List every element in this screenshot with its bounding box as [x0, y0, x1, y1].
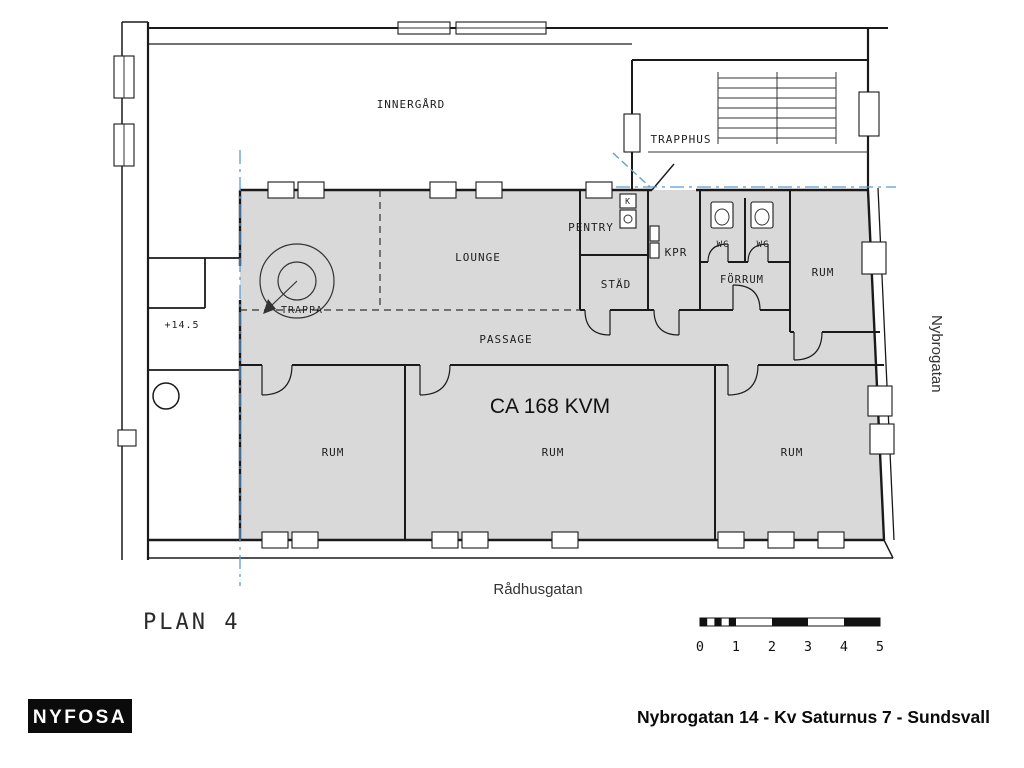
area-label: CA 168 KVM [490, 395, 610, 418]
column-icon [152, 382, 180, 410]
scale-tick-0: 0 [696, 639, 704, 655]
footer-title: Nybrogatan 14 - Kv Saturnus 7 - Sundsval… [637, 707, 990, 727]
room-label-lounge: LOUNGE [455, 251, 501, 264]
entry-landing-walls [148, 257, 240, 410]
room-label-k: K [625, 197, 631, 206]
fixtures [619, 193, 774, 259]
door-swings [261, 163, 823, 396]
scale-tick-5: 5 [876, 639, 884, 655]
stairwell-stairs [648, 72, 868, 153]
room-label-forrum: FÖRRUM [720, 273, 764, 286]
open-plan-dashed-walls [240, 190, 580, 311]
room-label-innergard: INNERGÅRD [377, 98, 446, 111]
room-label-rum-east: RUM [812, 266, 835, 279]
room-label-rum-se: RUM [781, 446, 804, 459]
room-label-trapphus: TRAPPHUS [651, 133, 712, 146]
toilet-icon [710, 201, 734, 229]
room-label-wc-right: WC [757, 240, 770, 250]
room-label-rum-s: RUM [542, 446, 565, 459]
appliance-icon [619, 209, 637, 229]
boundary-lines [239, 150, 896, 586]
logo-text: NYFOSA [33, 707, 127, 728]
room-label-stad: STÄD [601, 278, 632, 291]
street-label-radhusgatan: Rådhusgatan [493, 581, 582, 598]
interior-walls [240, 190, 884, 540]
scale-tick-4: 4 [840, 639, 848, 655]
spiral-stair-icon [259, 243, 335, 319]
window-symbols [113, 21, 895, 549]
nyfosa-logo: NYFOSA [28, 699, 132, 733]
plan-title: PLAN 4 [143, 610, 240, 635]
scale-tick-1: 1 [732, 639, 740, 655]
toilet-icon [750, 201, 774, 229]
room-label-trappa: TRAPPA [281, 305, 323, 316]
scale-tick-2: 2 [768, 639, 776, 655]
street-label-nybrogatan: Nybrogatan [928, 315, 945, 393]
scale-tick-3: 3 [804, 639, 812, 655]
level-marker: +14.5 [164, 320, 199, 331]
room-label-wc-left: WC [717, 240, 730, 250]
room-label-kpr: KPR [665, 246, 688, 259]
kitchen-box-icon [619, 193, 637, 209]
scale-bar: 0 1 2 3 4 5 [696, 617, 884, 655]
room-label-rum-sw: RUM [322, 446, 345, 459]
room-label-pentry: PENTRY [568, 221, 614, 234]
room-label-passage: PASSAGE [479, 333, 532, 346]
shaft-icon [649, 242, 660, 259]
shaft-icon [649, 225, 660, 242]
